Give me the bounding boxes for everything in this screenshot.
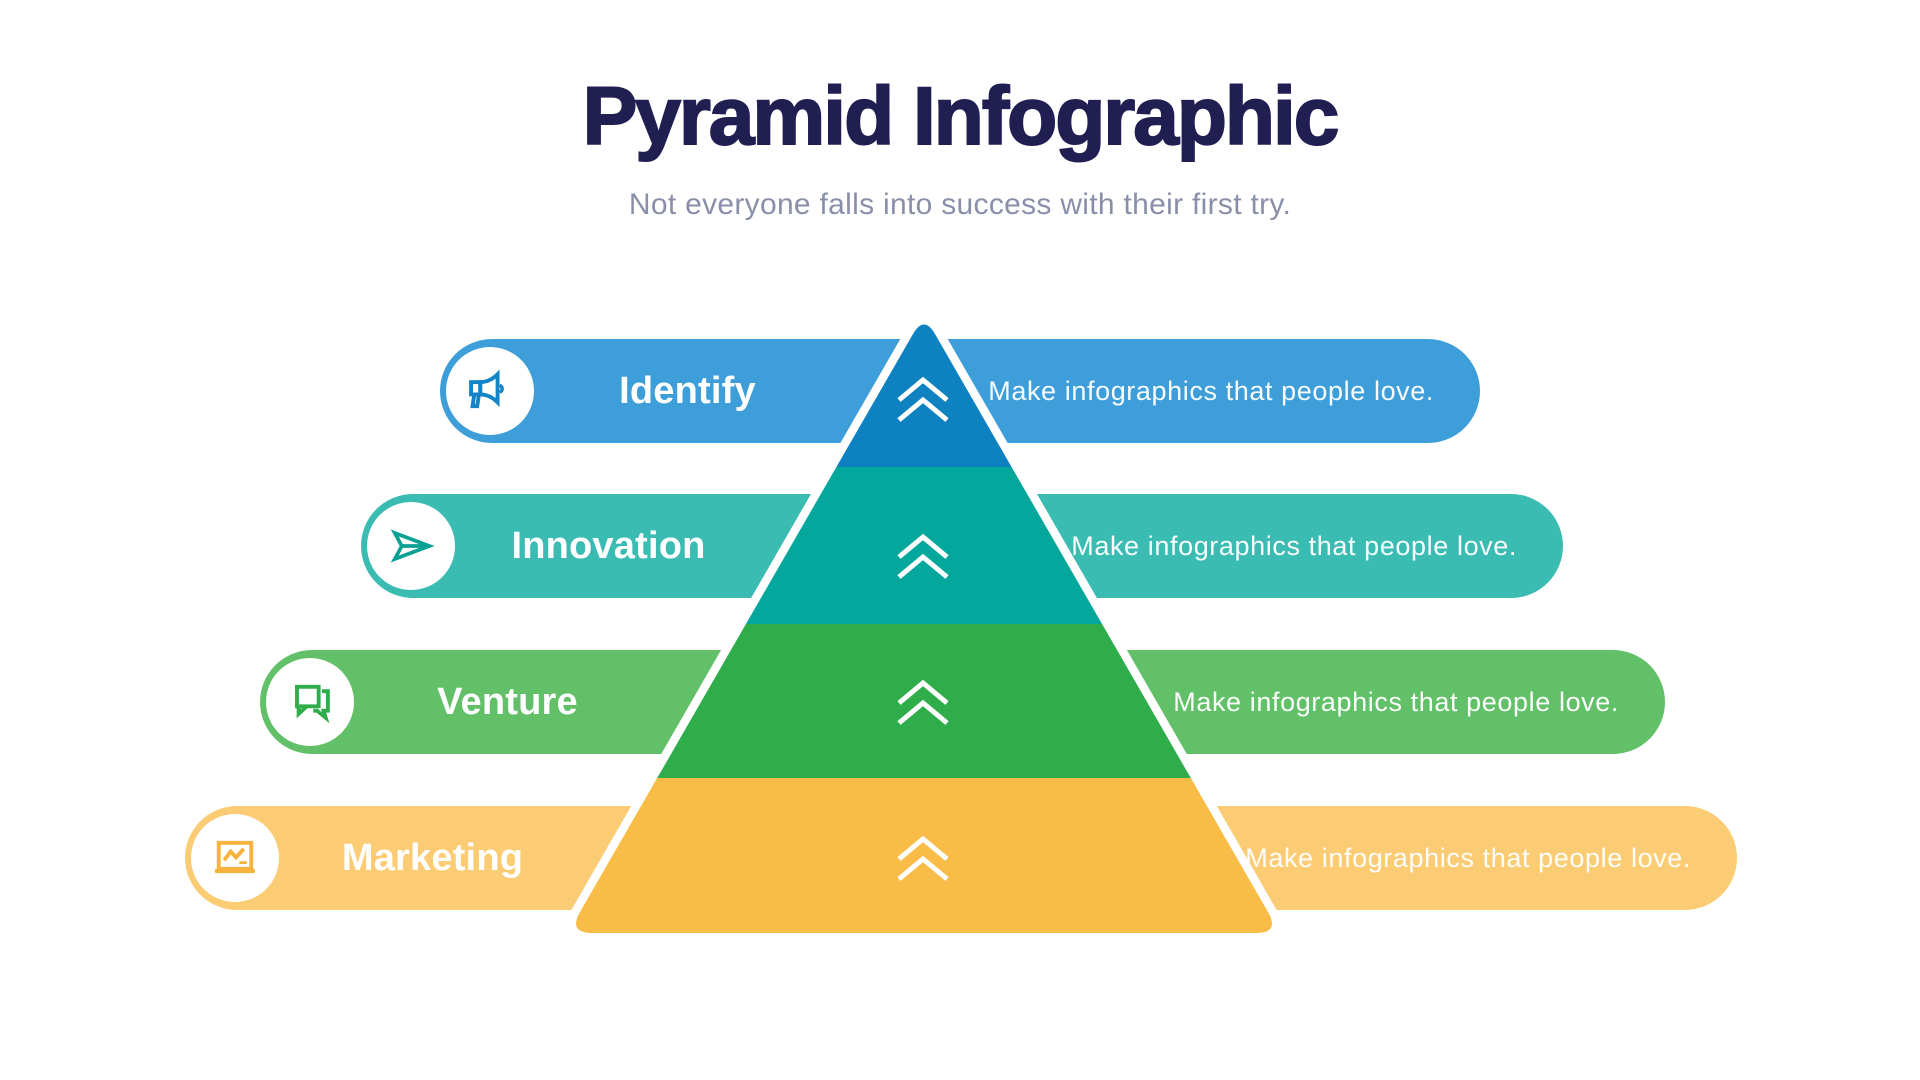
level-label: Identify: [619, 369, 756, 412]
page-subtitle: Not everyone falls into success with the…: [628, 188, 1292, 221]
double-chevron-up-icon: [897, 679, 949, 725]
paper-plane-icon: [367, 502, 455, 590]
presentation-chart-icon: [191, 814, 279, 902]
pyramid-slice-identify: [576, 324, 1272, 467]
megaphone-icon: [446, 347, 534, 435]
level-label: Marketing: [341, 836, 524, 879]
pyramid: [567, 316, 1281, 942]
level-description: Make infographics that people love.: [1245, 842, 1691, 873]
double-chevron-up-icon: [897, 533, 949, 579]
page-title: Pyramid Infographic: [582, 70, 1341, 163]
level-description: Make infographics that people love.: [988, 375, 1434, 406]
pyramid-slice-innovation: [576, 467, 1272, 624]
level-label: Innovation: [511, 524, 706, 567]
chat-bubbles-icon: [266, 658, 354, 746]
level-description: Make infographics that people love.: [1071, 530, 1517, 561]
double-chevron-up-icon: [897, 376, 949, 422]
double-chevron-up-icon: [897, 835, 949, 881]
level-description: Make infographics that people love.: [1173, 686, 1619, 717]
pyramid-slice-marketing: [576, 778, 1272, 933]
level-label: Venture: [437, 680, 578, 723]
level-row-identify: Identify Make infographics that people l…: [440, 339, 1480, 443]
